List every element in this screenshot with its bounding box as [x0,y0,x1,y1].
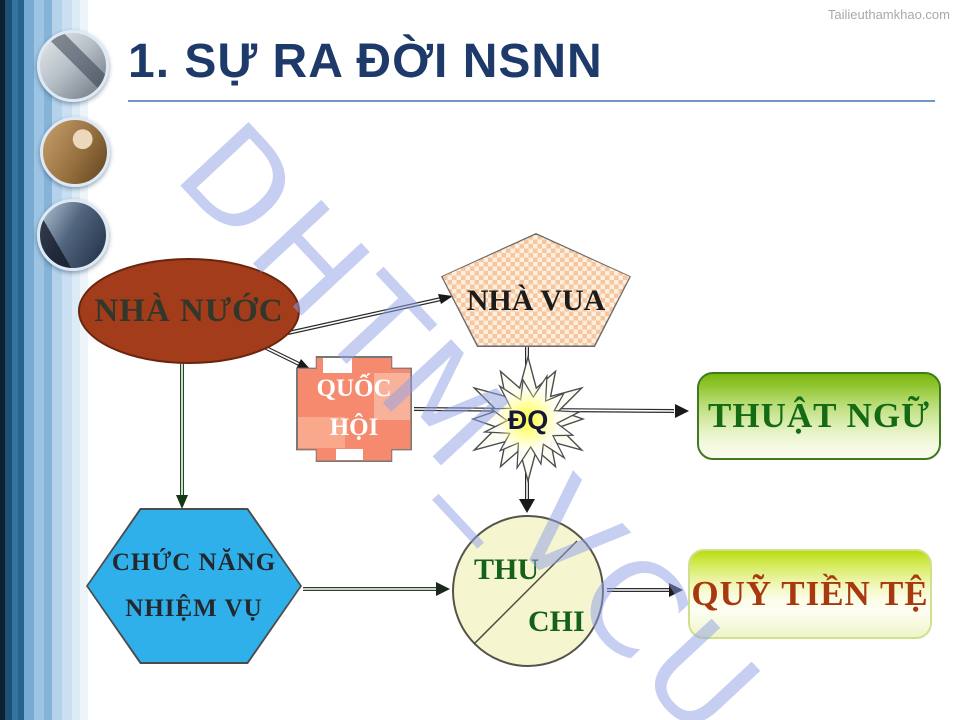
arrow-nhanuoc-nhavua [287,294,453,335]
sidebar-photo-business-icon [37,199,109,271]
node-chi-label: CHI [528,605,585,638]
node-quoc-hoi-line2: HỘI [329,414,379,441]
title-underline [128,100,935,102]
node-nha-vua-label: NHÀ VUA [466,284,606,317]
node-quoc-hoi-fill: QUỐC HỘI [297,357,411,461]
node-chuc-nang-line2: NHIỆM VỤ [125,595,263,622]
sidebar-photo-office-icon [40,117,110,187]
node-thuat-ngu: THUẬT NGỮ [697,372,941,460]
thu-chi-divider [473,540,578,645]
node-chuc-nang: CHỨC NĂNG NHIỆM VỤ [86,508,302,664]
node-thu-label: THU [474,553,540,586]
sidebar-photo-phone-icon [37,30,109,102]
site-credit: Tailieuthamkhao.com [827,7,950,22]
node-thuat-ngu-label: THUẬT NGỮ [708,396,930,435]
node-nha-nuoc-label: NHÀ NƯỚC [94,292,284,329]
node-quoc-hoi: QUỐC HỘI [296,356,412,462]
page-title: 1. SỰ RA ĐỜI NSNN [128,35,603,88]
arrow-thuchi-quytiente [607,583,683,597]
node-dq-label: ĐQ [508,405,549,435]
starburst-glow [496,388,560,452]
arrow-nhanuoc-chucnang [176,360,188,509]
node-nha-nuoc: NHÀ NƯỚC [78,258,300,364]
node-quy-tien-te: QUỸ TIỀN TỆ [688,549,932,639]
arrow-chucnang-thuchi [303,582,450,596]
node-dq-starburst: ĐQ [470,354,586,484]
node-thu-chi: THU CHI [452,515,604,667]
node-chuc-nang-line1: CHỨC NĂNG [111,548,277,576]
node-quy-tien-te-label: QUỸ TIỀN TỆ [691,574,929,613]
node-quoc-hoi-line1: QUỐC [316,375,392,403]
